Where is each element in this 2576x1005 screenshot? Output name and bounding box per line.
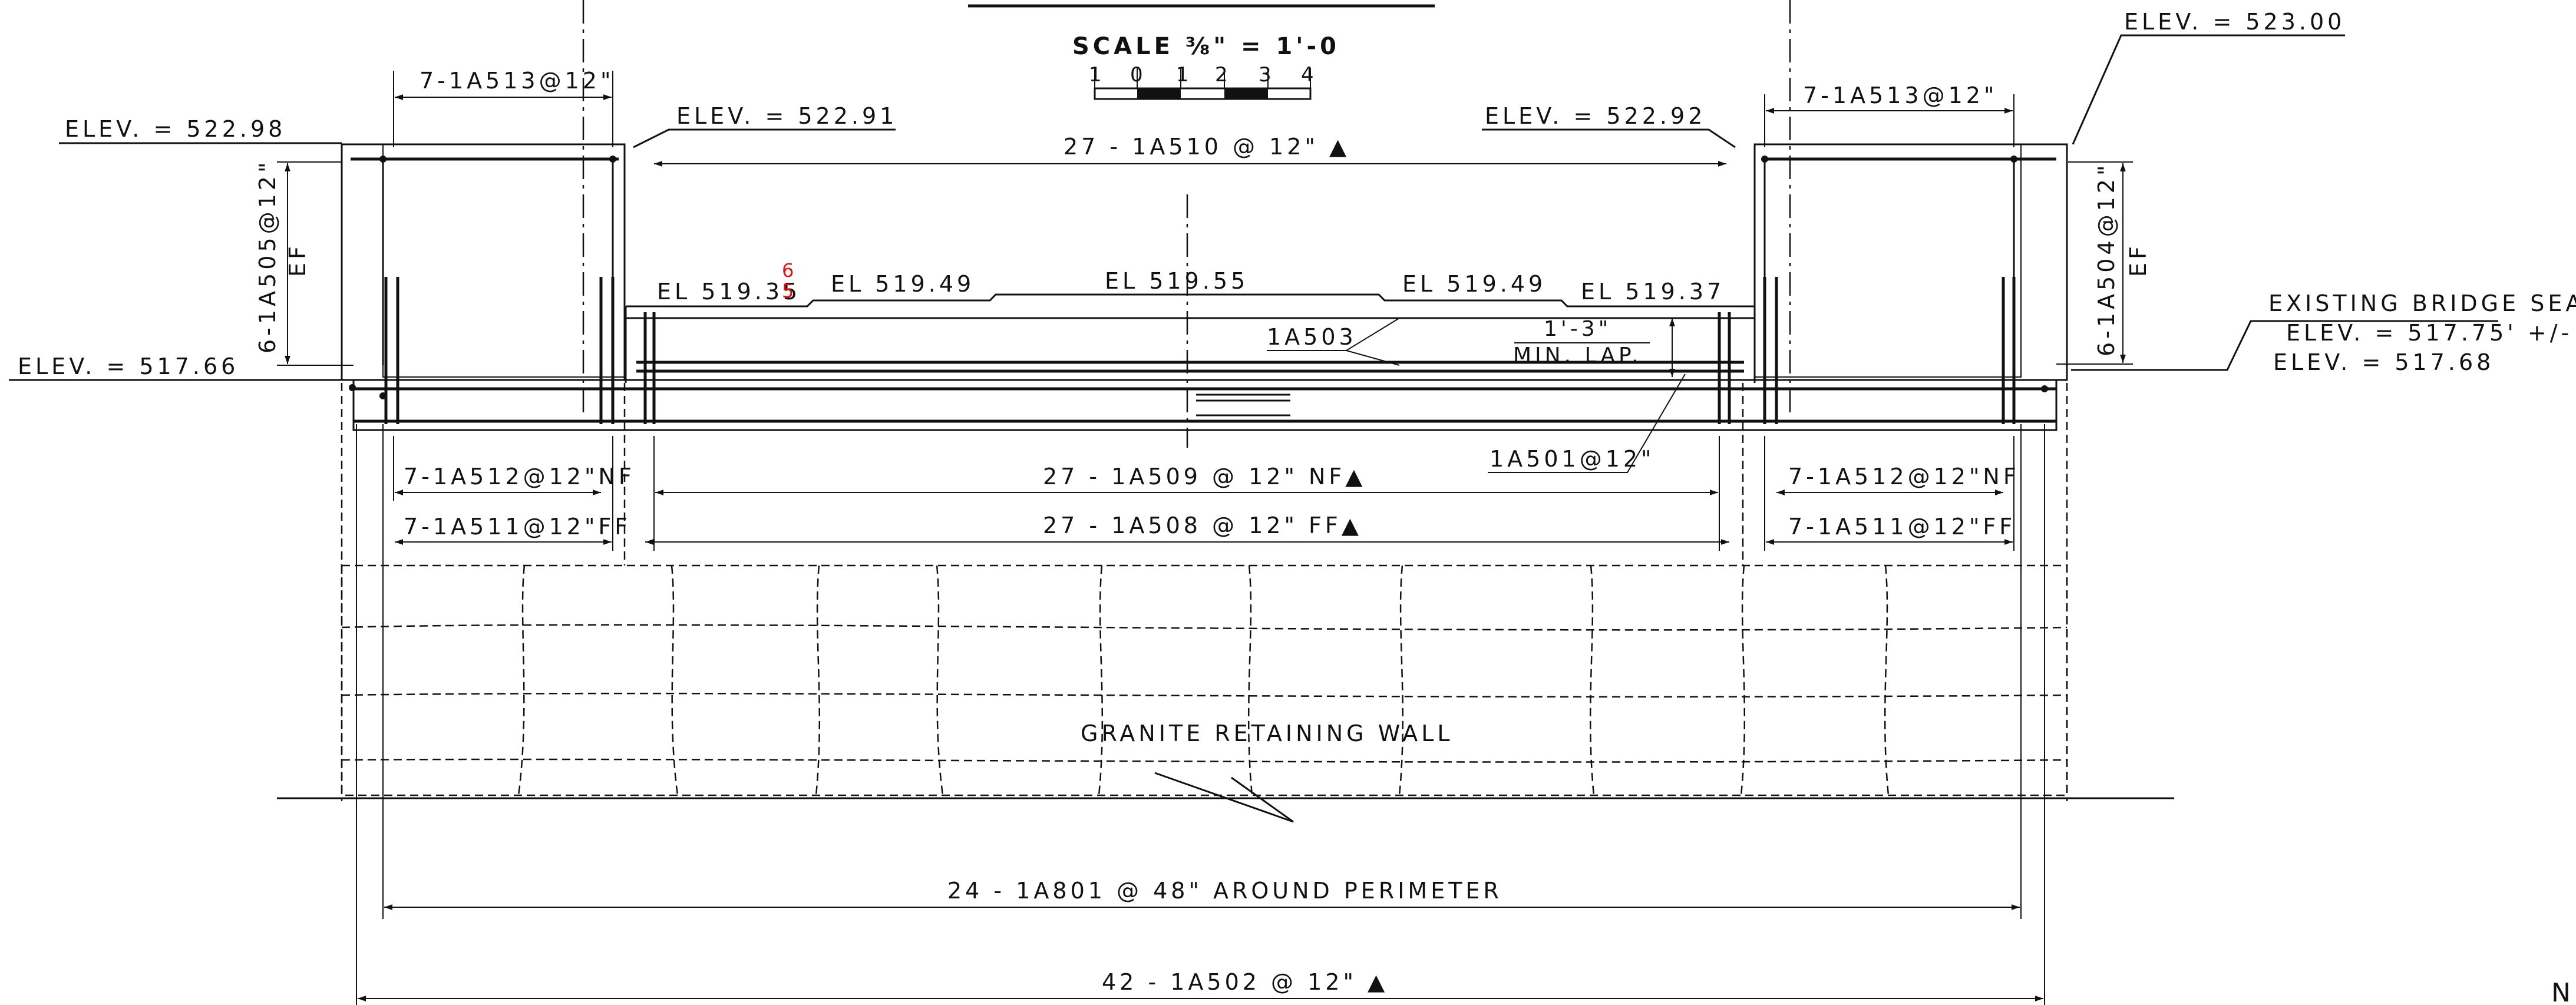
rebar-callouts: 7-1A513@12" 7-1A513@12" 27 - 1A510 @ 12"… — [255, 68, 2151, 1005]
bar-right-ff: 7-1A511@12"FF — [1788, 514, 2016, 540]
bar-slab-ff: 27 - 1A508 @ 12" FF▲ — [1043, 513, 1362, 538]
revision-mark-5: 5 — [782, 280, 797, 302]
bar-bottom: 42 - 1A502 @ 12" ▲ — [1102, 969, 1388, 995]
granite-retaining-wall: GRANITE RETAINING WALL — [277, 564, 2174, 823]
slab-el-2: EL 519.49 — [831, 271, 975, 297]
bar-right-vertical: 6-1A504@12" — [2093, 162, 2119, 356]
bar-right-top: 7-1A513@12" — [1803, 82, 1997, 108]
revision-mark-6: 6 — [782, 259, 797, 282]
bar-left-nf: 7-1A512@12"NF — [404, 464, 635, 490]
bar-slab-nf: 27 - 1A509 @ 12" NF▲ — [1043, 464, 1366, 490]
bridge-seat-elev-new: ELEV. = 517.68 — [2273, 349, 2494, 375]
bridge-seat-note: EXISTING BRIDGE SEAT ELEV. = 517.75' +/-… — [2268, 290, 2576, 375]
lap-length: 1'-3" — [1544, 317, 1611, 341]
bar-left-vertical-ef: EF — [285, 243, 311, 277]
bar-left-vertical: 6-1A505@12" — [255, 159, 280, 353]
right-wall-section — [1742, 143, 2068, 801]
bar-slab-1a503: 1A503 — [1267, 324, 1357, 350]
scale-tick-1b: 1 — [1176, 63, 1193, 87]
bar-right-nf: 7-1A512@12"NF — [1788, 464, 2020, 490]
slab-el-3: EL 519.55 — [1105, 268, 1249, 294]
slab-el-4: EL 519.49 — [1402, 271, 1546, 297]
scale-tick-2: 2 — [1215, 63, 1231, 87]
bar-right-vertical-ef: EF — [2125, 243, 2151, 277]
wall-label: GRANITE RETAINING WALL — [1081, 720, 1454, 746]
scale-tick-3: 3 — [1259, 63, 1275, 87]
deck-slab — [349, 156, 2058, 431]
elev-left-bottom: ELEV. = 517.66 — [18, 353, 239, 379]
elev-mid-left: ELEV. = 522.91 — [676, 103, 897, 129]
scale-tick-0: 0 — [1130, 63, 1147, 87]
bar-left-top: 7-1A513@12" — [420, 68, 614, 94]
bar-dowel: 1A501@12" — [1490, 446, 1655, 472]
elev-right-top: ELEV. = 523.00 — [2124, 9, 2345, 35]
lap-note: MIN. LAP. — [1513, 343, 1642, 368]
bar-left-ff: 7-1A511@12"FF — [404, 514, 631, 540]
bridge-seat-elev-existing: ELEV. = 517.75' +/- — [2286, 320, 2572, 346]
bridge-seat-title: EXISTING BRIDGE SEAT — [2268, 290, 2576, 316]
scale-tick-1: 1 — [1089, 63, 1105, 87]
bar-perimeter: 24 - 1A801 @ 48" AROUND PERIMETER — [947, 878, 1502, 904]
elev-left-top: ELEV. = 522.98 — [65, 116, 286, 142]
elev-mid-right: ELEV. = 522.92 — [1485, 103, 1706, 129]
slab-el-1: EL 519.35 — [657, 279, 801, 305]
edge-fragment: N — [2551, 978, 2574, 1005]
scale-label: SCALE ⅜" = 1'-0 — [1072, 33, 1340, 60]
slab-elevations: EL 519.35 EL 519.49 EL 519.55 EL 519.49 … — [657, 259, 1725, 305]
bar-slab-top: 27 - 1A510 @ 12" ▲ — [1064, 134, 1350, 160]
elevation-leaders: ELEV. = 522.98 ELEV. = 517.66 ELEV. = 52… — [9, 9, 2498, 381]
scale-tick-4: 4 — [1301, 63, 1317, 87]
slab-el-5: EL 519.37 — [1581, 279, 1725, 305]
scale-bar: SCALE ⅜" = 1'-0 1 0 1 2 3 4 — [968, 4, 1435, 100]
